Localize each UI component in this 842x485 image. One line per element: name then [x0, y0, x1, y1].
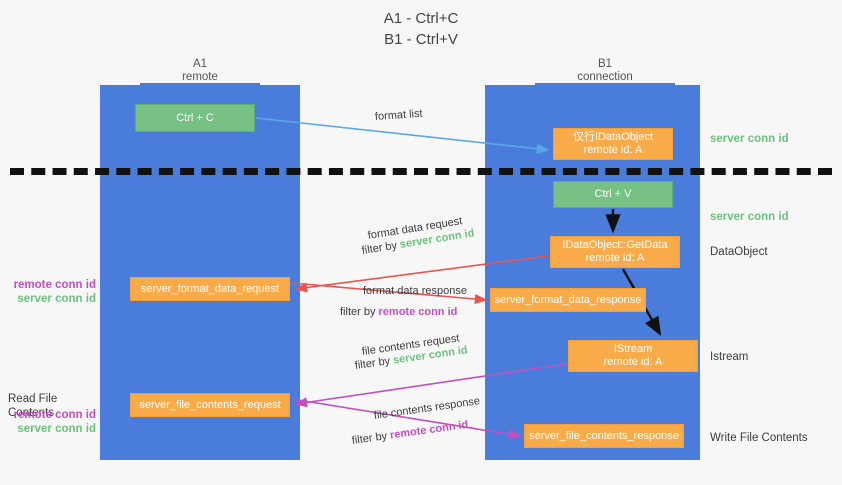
lane-a1-name: A1 — [192, 58, 208, 70]
box-ctrl-c[interactable]: Ctrl + C — [135, 104, 255, 132]
box-idataobject-line2: remote id: A — [583, 144, 643, 156]
box-idataobject[interactable]: 仅行IDataObject remote id: A — [553, 128, 673, 160]
box-istream-line1: IStream — [613, 343, 653, 355]
lane-b1-name: B1 — [597, 58, 613, 70]
legend-conn-ids-top: remote conn id server conn id — [8, 278, 96, 306]
arrow-format-data-response — [291, 282, 488, 305]
box-istream[interactable]: IStream remote id: A — [568, 340, 698, 372]
box-server-format-data-request[interactable]: server_format_data_request — [130, 277, 290, 301]
box-server-file-contents-response-label: server_file_contents_response — [529, 429, 679, 442]
box-ctrl-v-label: Ctrl + V — [594, 188, 632, 200]
arrow-format-list — [255, 117, 550, 154]
title-line-2: B1 - Ctrl+V — [384, 31, 458, 48]
label-read-file-contents: Read File Contents — [8, 393, 58, 419]
box-server-format-data-response[interactable]: server_format_data_response — [490, 288, 646, 312]
caption-format-data-response: format data response — [363, 285, 467, 297]
box-idataobject-getdata[interactable]: IDataObject::GetData remote id: A — [550, 236, 680, 268]
title-line-1: A1 - Ctrl+C — [383, 10, 459, 27]
caption-remote-conn-id-1: remote conn id — [378, 306, 458, 318]
caption-filter-prefix-3: filter by — [354, 354, 394, 372]
caption-filter-by-remote-conn-id-1: filter by remote conn id — [340, 305, 457, 320]
label-write-file-contents: Write File Contents — [710, 432, 808, 444]
arrow-file-contents-request — [294, 363, 567, 408]
label-server-conn-id-top: server conn id — [710, 133, 789, 145]
label-istream: Istream — [710, 351, 749, 363]
legend-server-conn-id-top: server conn id — [17, 293, 96, 305]
arrow-format-data-request — [294, 255, 549, 293]
box-server-file-contents-request-label: server_file_contents_request — [139, 398, 281, 411]
dashed-divider — [10, 168, 832, 175]
label-server-conn-id-middle: server conn id — [710, 211, 789, 223]
box-server-file-contents-request[interactable]: server_file_contents_request — [130, 393, 290, 417]
box-ctrl-c-label: Ctrl + C — [176, 111, 214, 124]
page-title: A1 - Ctrl+C B1 - Ctrl+V — [0, 8, 842, 50]
arrow-file-contents-response — [291, 398, 522, 440]
lane-header-a1: A1 remote — [140, 58, 260, 84]
box-istream-line2: remote id: A — [603, 356, 663, 368]
legend-server-conn-id-bottom: server conn id — [17, 423, 96, 435]
box-getdata-line1: IDataObject::GetData — [562, 239, 668, 251]
box-idataobject-line1: 仅行IDataObject — [572, 131, 654, 143]
lane-header-b1: B1 connection — [535, 58, 675, 84]
caption-filter-prefix-4: filter by — [351, 429, 391, 447]
legend-remote-conn-id-bottom: remote conn id — [13, 409, 96, 421]
legend-remote-conn-id-top: remote conn id — [13, 279, 96, 291]
box-server-file-contents-response[interactable]: server_file_contents_response — [524, 424, 684, 448]
box-ctrl-v[interactable]: Ctrl + V — [553, 181, 673, 208]
legend-conn-ids-bottom: remote conn id server conn id — [8, 408, 96, 436]
caption-filter-prefix-2: filter by — [340, 306, 379, 318]
box-getdata-line2: remote id: A — [585, 252, 645, 264]
lane-b1-sub: connection — [577, 71, 633, 83]
box-server-format-data-request-label: server_format_data_request — [140, 282, 280, 295]
box-server-format-data-response-label: server_format_data_response — [494, 293, 642, 306]
lane-a1-sub: remote — [182, 71, 218, 83]
label-dataobject: DataObject — [710, 246, 768, 258]
